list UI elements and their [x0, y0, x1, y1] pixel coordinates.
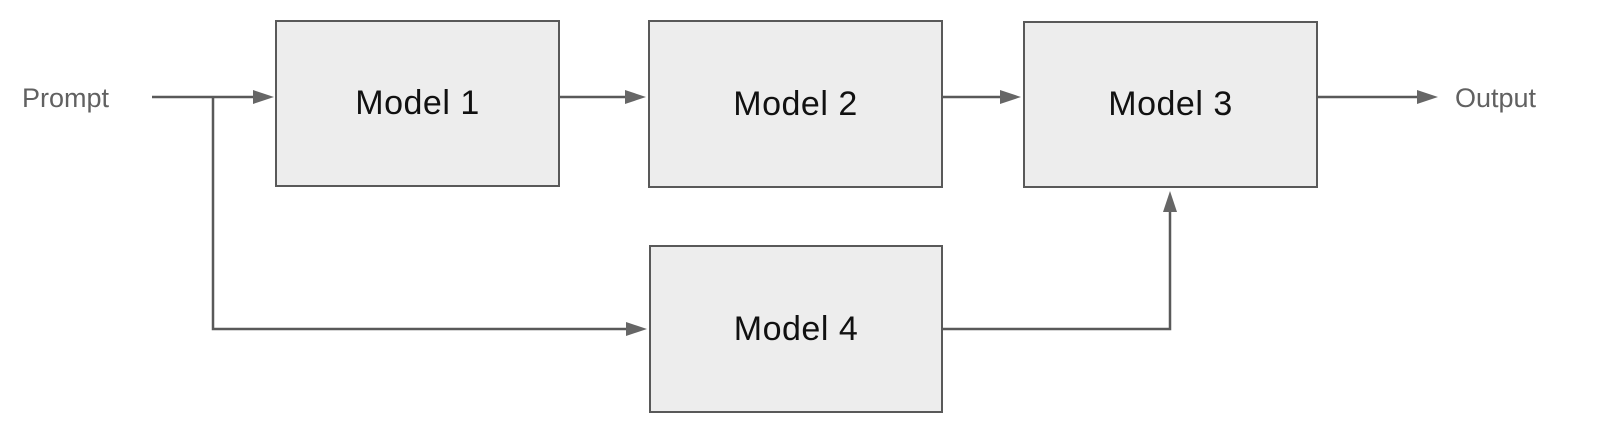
arrowhead-icon: [1417, 90, 1438, 104]
model-4-label: Model 4: [733, 309, 859, 348]
output-label: Output: [1455, 83, 1537, 113]
prompt-label: Prompt: [22, 83, 110, 113]
model-3-node: Model 3: [1023, 21, 1318, 188]
edge-model1-to-model2: [560, 90, 646, 104]
arrowhead-icon: [626, 322, 647, 336]
model-2-node: Model 2: [648, 20, 943, 188]
edge-prompt-to-model1: [152, 90, 274, 104]
arrowhead-icon: [1000, 90, 1021, 104]
model-1-node: Model 1: [275, 20, 560, 187]
edge-prompt-to-model4: [211, 97, 647, 336]
model-1-label: Model 1: [355, 84, 480, 122]
arrowhead-icon: [625, 90, 646, 104]
model-4-node: Model 4: [649, 245, 943, 413]
model-2-label: Model 2: [733, 84, 858, 123]
arrowhead-icon: [1163, 191, 1177, 212]
edge-model4-to-model3: [943, 191, 1177, 331]
arrowhead-icon: [253, 90, 274, 104]
model-3-label: Model 3: [1108, 85, 1233, 123]
edge-model2-to-model3: [943, 90, 1021, 104]
edge-model3-to-output: [1318, 90, 1438, 104]
